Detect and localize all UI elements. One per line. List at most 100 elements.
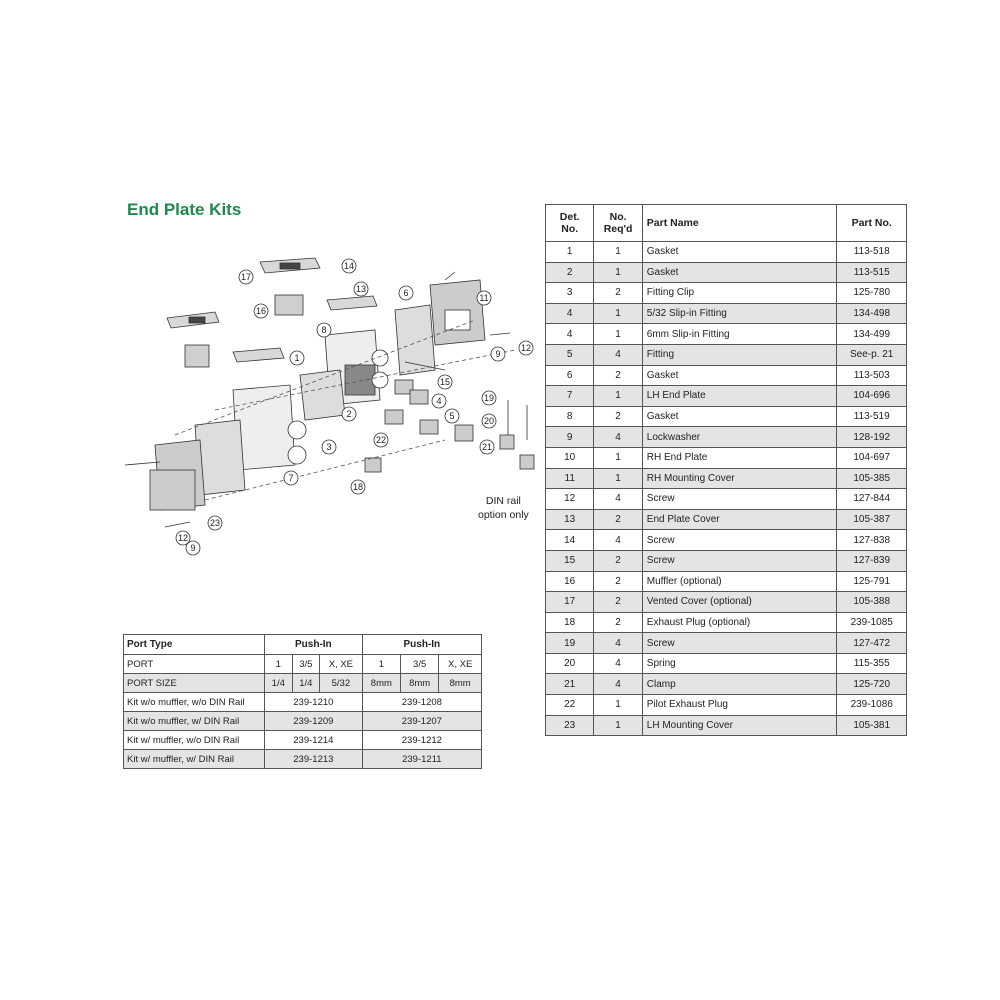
callout-20: 20	[481, 413, 497, 429]
kit-name: Kit w/o muffler, w/ DIN Rail	[123, 711, 265, 731]
callout-7: 7	[283, 470, 299, 486]
port-table-header: Port Type Push-In Push-In	[123, 634, 483, 655]
port-size-value: 8mm	[438, 673, 482, 693]
callout-8: 8	[316, 322, 332, 338]
part-name-cell: Gasket	[641, 261, 838, 284]
part-name-cell: Fitting	[641, 343, 838, 366]
svg-text:8: 8	[321, 325, 326, 335]
callout-11: 11	[476, 290, 492, 306]
header-no-reqd: No. Req'd	[593, 204, 643, 242]
part-name-cell: LH Mounting Cover	[641, 714, 838, 737]
part-no-cell: 125-791	[836, 570, 907, 593]
callout-13: 13	[353, 281, 369, 297]
qty-cell: 2	[593, 282, 643, 304]
port-kit-table: Port Type Push-In Push-In PORT 1 3/5 X, …	[123, 634, 483, 769]
svg-text:11: 11	[479, 293, 488, 303]
callout-9b: 9	[185, 540, 201, 556]
det-no-cell: 23	[544, 714, 595, 737]
svg-text:17: 17	[241, 272, 251, 282]
det-no-cell: 19	[544, 632, 595, 654]
qty-cell: 1	[593, 261, 643, 284]
det-no-cell: 9	[544, 426, 595, 448]
part-no-cell: 115-355	[836, 652, 907, 675]
part-no-cell: 105-387	[836, 508, 907, 531]
svg-text:22: 22	[376, 435, 386, 445]
port-value: X, XE	[438, 654, 482, 674]
kit-part-no: 239-1212	[361, 730, 483, 750]
qty-cell: 2	[593, 591, 643, 613]
exploded-parts-diagram: 17 14 13 6 11 16 8 12 9 1 15 19 4 20 2 5…	[115, 240, 545, 570]
part-no-cell: 239-1085	[836, 611, 907, 634]
callout-16: 16	[253, 303, 269, 319]
kit-part-no: 239-1209	[264, 711, 363, 731]
svg-text:23: 23	[210, 518, 220, 528]
callout-12b: 12	[175, 530, 191, 546]
svg-text:12: 12	[178, 533, 188, 543]
det-no-cell: 10	[544, 446, 595, 469]
din-rail-note: DIN rail option only	[478, 494, 529, 522]
svg-text:12: 12	[521, 343, 531, 353]
kit-row: Kit w/o muffler, w/o DIN Rail 239-1210 2…	[123, 692, 483, 712]
port-value: X, XE	[319, 654, 363, 674]
part-name-cell: RH End Plate	[641, 446, 838, 469]
port-row: PORT 1 3/5 X, XE 1 3/5 X, XE	[123, 654, 482, 674]
kit-name: Kit w/o muffler, w/o DIN Rail	[123, 692, 265, 712]
part-name-cell: 6mm Slip-in Fitting	[641, 323, 838, 345]
qty-cell: 1	[593, 467, 643, 490]
det-no-cell: 4	[544, 323, 595, 345]
port-value: 3/5	[291, 654, 321, 674]
part-no-cell: 113-503	[836, 364, 907, 387]
din-note-line2: option only	[478, 509, 529, 521]
part-no-cell: 127-472	[836, 632, 907, 654]
svg-text:2: 2	[346, 409, 351, 419]
callout-4: 4	[431, 393, 447, 409]
part-name-cell: LH End Plate	[641, 385, 838, 407]
svg-text:4: 4	[436, 396, 441, 406]
part-name-cell: Screw	[641, 632, 838, 654]
qty-cell: 4	[593, 673, 643, 696]
det-no-cell: 22	[544, 694, 595, 716]
kit-row: Kit w/o muffler, w/ DIN Rail 239-1209 23…	[123, 711, 483, 731]
part-no-cell: 134-498	[836, 302, 907, 325]
callout-6: 6	[398, 285, 414, 301]
qty-cell: 1	[593, 714, 643, 737]
qty-cell: 2	[593, 364, 643, 387]
kit-row: Kit w/ muffler, w/ DIN Rail 239-1213 239…	[123, 749, 483, 769]
det-no-cell: 8	[544, 405, 595, 428]
kit-part-no: 239-1211	[361, 749, 483, 769]
callout-3: 3	[321, 439, 337, 455]
kit-part-no: 239-1213	[264, 749, 363, 769]
qty-cell: 1	[593, 385, 643, 407]
port-type-header: Port Type	[123, 634, 265, 655]
svg-text:16: 16	[256, 306, 266, 316]
part-name-cell: Muffler (optional)	[641, 570, 838, 593]
part-name-cell: Screw	[641, 549, 838, 572]
kit-part-no: 239-1208	[361, 692, 483, 712]
part-no-cell: 104-696	[836, 385, 907, 407]
svg-text:9: 9	[495, 349, 500, 359]
qty-cell: 1	[593, 241, 643, 263]
part-name-cell: Exhaust Plug (optional)	[641, 611, 838, 634]
part-no-cell: 113-515	[836, 261, 907, 284]
qty-cell: 4	[593, 343, 643, 366]
callout-5: 5	[444, 408, 460, 424]
det-no-cell: 20	[544, 652, 595, 675]
part-no-cell: 239-1086	[836, 694, 907, 716]
svg-text:1: 1	[294, 353, 299, 363]
svg-text:15: 15	[440, 377, 450, 387]
callout-21: 21	[479, 439, 495, 455]
part-name-cell: Spring	[641, 652, 838, 675]
part-no-cell: 127-839	[836, 549, 907, 572]
det-no-cell: 12	[544, 488, 595, 510]
kit-row: Kit w/ muffler, w/o DIN Rail 239-1214 23…	[123, 730, 483, 750]
